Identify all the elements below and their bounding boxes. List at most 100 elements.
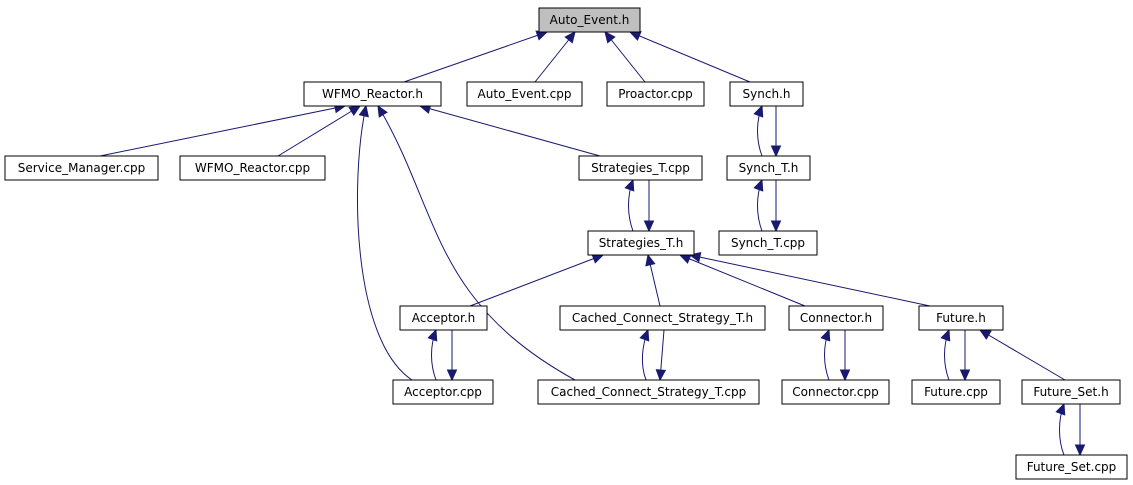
edge-synch-h-to-synch-t-h: [770, 106, 782, 158]
arrowhead: [678, 254, 692, 264]
arrowhead: [358, 104, 369, 118]
edge-line: [979, 329, 1066, 381]
edge-cached-connect-strategy-t-cpp-to-wfmo-reactor-h: [377, 104, 576, 381]
edge-line: [377, 105, 576, 381]
arrowhead: [348, 105, 362, 116]
arrowhead: [770, 220, 782, 233]
node-label: Strategies_T.h: [599, 236, 684, 250]
edge-line: [419, 105, 601, 157]
edge-auto-event-cpp-to-auto-event-h: [534, 31, 576, 83]
node-future-set-h[interactable]: Future_Set.h: [1021, 379, 1121, 405]
node-service-manager-cpp[interactable]: Service_Manager.cpp: [4, 155, 159, 181]
node-future-cpp[interactable]: Future.cpp: [911, 379, 1001, 405]
node-synch-t-cpp[interactable]: Synch_T.cpp: [718, 230, 818, 256]
node-label: Synch_T.h: [739, 161, 799, 175]
edge-line: [356, 105, 413, 381]
arrowhead: [427, 328, 438, 342]
arrowhead: [624, 178, 635, 192]
node-label: Synch.h: [743, 87, 791, 101]
node-label: Connector.h: [800, 311, 872, 325]
graph-edges: [99, 30, 1086, 457]
node-label: Future_Set.h: [1033, 385, 1108, 399]
arrowhead: [446, 369, 458, 382]
arrowhead: [655, 369, 667, 382]
node-label: Auto_Event.cpp: [478, 87, 572, 101]
arrowhead: [591, 253, 605, 264]
node-label: Future.h: [936, 311, 986, 325]
node-label: Auto_Event.h: [550, 13, 630, 27]
edge-line: [604, 31, 646, 83]
node-future-h[interactable]: Future.h: [918, 305, 1004, 331]
arrowhead: [978, 329, 992, 340]
arrowhead: [770, 145, 782, 158]
edge-future-set-h-to-future-set-cpp: [1074, 404, 1086, 457]
edge-service-manager-cpp-to-wfmo-reactor-h: [99, 102, 347, 157]
node-label: Future_Set.cpp: [1027, 460, 1117, 474]
node-connector-cpp[interactable]: Connector.cpp: [781, 379, 890, 405]
edge-line: [403, 31, 548, 83]
node-cached-connect-strategy-t-cpp[interactable]: Cached_Connect_Strategy_T.cpp: [537, 379, 760, 405]
edge-line: [277, 105, 361, 157]
node-acceptor-h[interactable]: Acceptor.h: [399, 305, 488, 331]
node-label: WFMO_Reactor.cpp: [195, 161, 310, 175]
edge-strategies-t-h-to-strategies-t-cpp: [624, 178, 635, 232]
arrowhead: [628, 31, 642, 41]
edge-wfmo-reactor-cpp-to-wfmo-reactor-h: [277, 105, 362, 157]
edge-future-set-h-to-future-h: [978, 329, 1066, 381]
node-auto-event-cpp[interactable]: Auto_Event.cpp: [466, 81, 583, 107]
node-wfmo-reactor-h[interactable]: WFMO_Reactor.h: [303, 81, 442, 107]
edge-acceptor-cpp-to-acceptor-h: [427, 328, 438, 381]
arrowhead: [639, 328, 650, 342]
edge-cached-connect-strategy-t-h-to-strategies-t-h: [645, 253, 661, 307]
node-label: Cached_Connect_Strategy_T.cpp: [551, 385, 747, 399]
node-auto-event-h[interactable]: Auto_Event.h: [538, 7, 641, 33]
node-label: Future.cpp: [924, 385, 988, 399]
node-future-set-cpp[interactable]: Future_Set.cpp: [1015, 454, 1128, 480]
node-label: Acceptor.h: [412, 311, 476, 325]
node-label: Connector.cpp: [792, 385, 878, 399]
edge-acceptor-cpp-to-wfmo-reactor-h: [356, 104, 413, 381]
edge-connector-h-to-strategies-t-h: [678, 254, 806, 307]
node-label: Acceptor.cpp: [404, 385, 482, 399]
edge-connector-cpp-to-connector-h: [820, 328, 831, 381]
arrowhead: [564, 31, 576, 44]
arrowhead: [604, 31, 616, 44]
node-synch-t-h[interactable]: Synch_T.h: [726, 155, 811, 181]
edge-strategies-t-cpp-to-wfmo-reactor-h: [418, 103, 601, 157]
edge-proactor-cpp-to-auto-event-h: [604, 31, 646, 83]
node-cached-connect-strategy-t-h[interactable]: Cached_Connect_Strategy_T.h: [559, 305, 766, 331]
edge-line: [534, 31, 576, 83]
edge-wfmo-reactor-h-to-auto-event-h: [403, 30, 549, 83]
edge-connector-h-to-connector-cpp: [839, 330, 851, 382]
edge-synch-t-h-to-synch-h: [753, 104, 764, 157]
graph-nodes: Auto_Event.h WFMO_Reactor.h Auto_Event.c…: [4, 7, 1128, 480]
edge-future-h-to-strategies-t-h: [688, 252, 931, 307]
node-proactor-cpp[interactable]: Proactor.cpp: [606, 81, 705, 107]
node-wfmo-reactor-cpp[interactable]: WFMO_Reactor.cpp: [179, 155, 326, 181]
node-label: Proactor.cpp: [618, 87, 693, 101]
node-connector-h[interactable]: Connector.h: [788, 305, 884, 331]
edge-line: [679, 254, 806, 307]
node-label: Cached_Connect_Strategy_T.h: [572, 311, 753, 325]
arrowhead: [643, 220, 655, 233]
edge-cached-connect-strategy-t-h-to-cached-connect-strategy-t-cpp: [655, 329, 667, 382]
edge-acceptor-h-to-acceptor-cpp: [446, 330, 458, 382]
arrowhead: [940, 328, 951, 342]
node-acceptor-cpp[interactable]: Acceptor.cpp: [392, 379, 494, 405]
node-label: Strategies_T.cpp: [591, 161, 690, 175]
edge-synch-h-to-auto-event-h: [628, 31, 751, 83]
edge-cached-connect-strategy-t-cpp-to-cached-connect-strategy-t-h: [639, 328, 650, 381]
node-synch-h[interactable]: Synch.h: [729, 81, 804, 107]
node-label: WFMO_Reactor.h: [322, 87, 423, 101]
edge-line: [629, 31, 751, 83]
edge-future-set-cpp-to-future-set-h: [1055, 402, 1066, 456]
node-label: Service_Manager.cpp: [18, 161, 146, 175]
edge-synch-t-cpp-to-synch-t-h: [753, 178, 764, 232]
arrowhead: [839, 369, 851, 382]
arrowhead: [820, 328, 831, 342]
node-strategies-t-h[interactable]: Strategies_T.h: [587, 230, 695, 256]
node-strategies-t-cpp[interactable]: Strategies_T.cpp: [578, 155, 703, 181]
arrowhead: [959, 369, 971, 382]
arrowhead: [1055, 402, 1066, 416]
